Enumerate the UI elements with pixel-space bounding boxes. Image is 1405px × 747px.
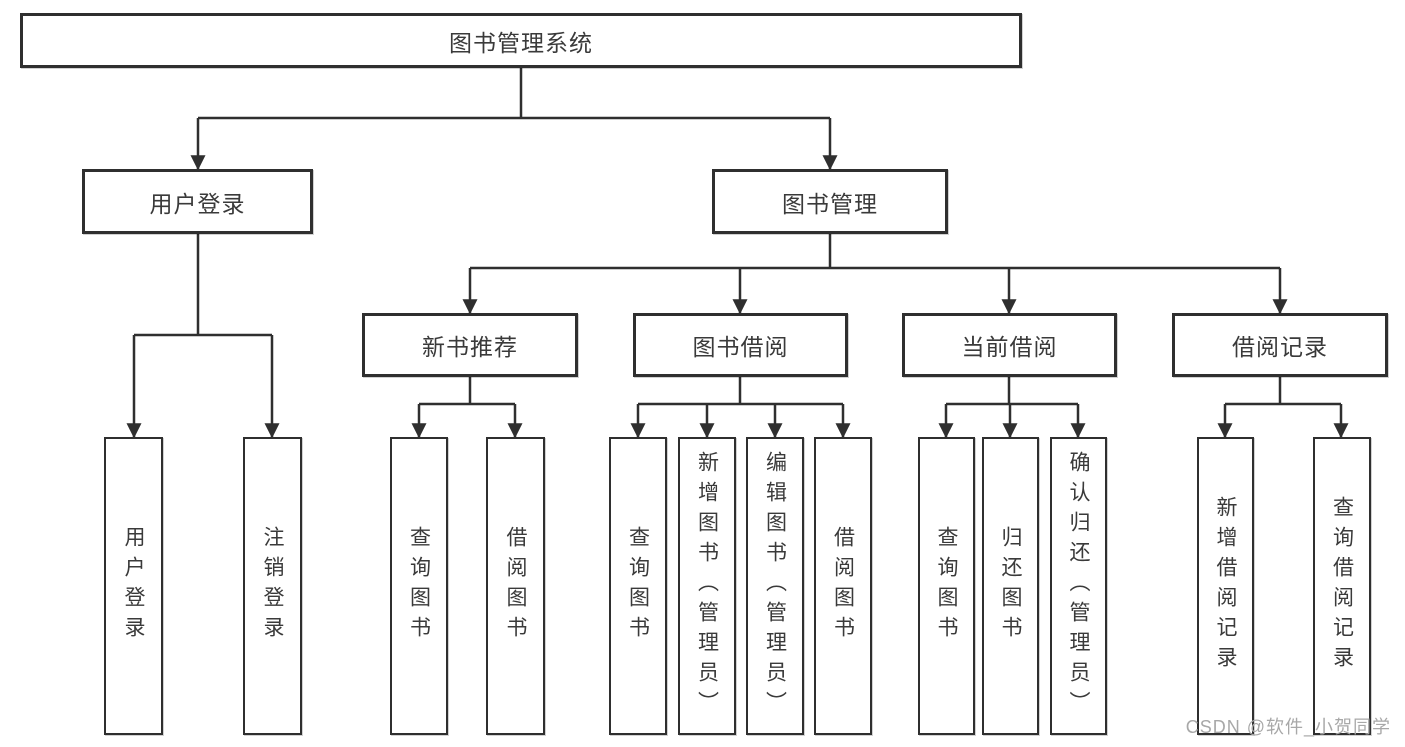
node-label: 注销登录 — [261, 526, 284, 646]
leaf-query-books-current: 查询图书 — [918, 437, 975, 735]
node-label: 新增借阅记录 — [1214, 496, 1237, 676]
leaf-borrow-books-recommend: 借阅图书 — [486, 437, 545, 735]
leaf-borrow-books: 借阅图书 — [814, 437, 872, 735]
node-label: 当前借阅 — [961, 334, 1058, 360]
node-label: 借阅图书 — [831, 526, 855, 646]
leaf-confirm-return-admin: 确认归还（管理员） — [1050, 437, 1107, 735]
node-user-login: 用户登录 — [82, 169, 313, 234]
node-label: 图书借阅 — [692, 334, 789, 360]
leaf-query-borrow-record: 查询借阅记录 — [1313, 437, 1371, 735]
leaf-add-books-admin: 新增图书（管理员） — [678, 437, 736, 735]
leaf-query-books-recommend: 查询图书 — [390, 437, 448, 735]
csdn-watermark: CSDN @软件_小贺同学 — [1185, 717, 1391, 737]
node-label: 查询借阅记录 — [1330, 496, 1354, 676]
node-label: 图书管理 — [782, 190, 878, 217]
node-label: 借阅记录 — [1232, 334, 1328, 360]
node-label: 借阅图书 — [504, 526, 527, 646]
node-label: 确认归还（管理员） — [1067, 451, 1090, 721]
leaf-edit-books-admin: 编辑图书（管理员） — [746, 437, 804, 735]
node-label: 编辑图书（管理员） — [763, 451, 787, 721]
node-label: 新增图书（管理员） — [695, 451, 719, 721]
node-label: 查询图书 — [935, 526, 958, 646]
node-borrow-records: 借阅记录 — [1172, 313, 1388, 377]
node-label: 图书管理系统 — [449, 29, 593, 56]
node-label: 用户登录 — [149, 190, 246, 217]
node-book-borrow: 图书借阅 — [633, 313, 848, 377]
leaf-add-borrow-record: 新增借阅记录 — [1197, 437, 1254, 735]
leaf-user-login: 用户登录 — [104, 437, 163, 735]
node-label: 用户登录 — [122, 526, 145, 646]
leaf-query-books-borrow: 查询图书 — [609, 437, 667, 735]
node-new-book-recommend: 新书推荐 — [362, 313, 578, 377]
node-label: 归还图书 — [999, 526, 1022, 646]
node-label: 查询图书 — [626, 526, 650, 646]
node-book-management: 图书管理 — [712, 169, 948, 234]
leaf-logout: 注销登录 — [243, 437, 302, 735]
node-label: 查询图书 — [407, 526, 431, 646]
leaf-return-books: 归还图书 — [982, 437, 1039, 735]
node-label: 新书推荐 — [422, 334, 518, 360]
node-root-library-management-system: 图书管理系统 — [20, 13, 1022, 68]
node-current-borrow: 当前借阅 — [902, 313, 1117, 377]
